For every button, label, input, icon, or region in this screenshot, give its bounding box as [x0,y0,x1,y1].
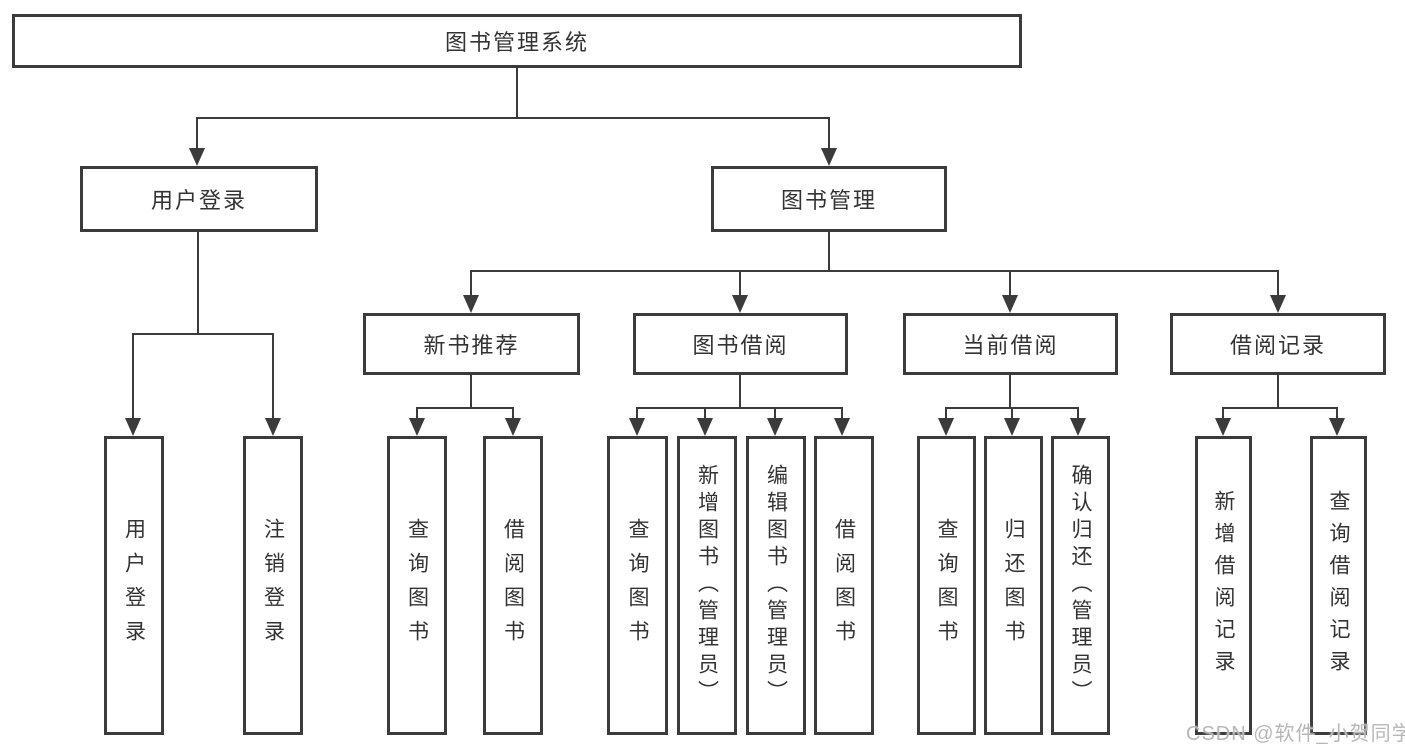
connector-line [512,407,514,423]
leaf-return-book: 归还图书 [984,436,1043,735]
leaf-query-books-recommend: 查询图书 [387,436,447,735]
connector-line [1277,375,1279,409]
arrowhead-down-icon [732,295,748,313]
connector-line [1222,407,1338,409]
connector-line [636,407,638,423]
arrowhead-down-icon [1215,418,1231,436]
arrowhead-down-icon [189,148,205,166]
leaf-label: 编辑图书（管理员） [764,464,788,707]
arrowhead-down-icon [125,418,141,436]
leaf-query-books-current: 查询图书 [917,436,976,735]
arrowhead-down-icon [629,418,645,436]
connector-line [828,232,830,272]
connector-line [1336,407,1338,423]
connector-line [739,375,741,409]
node-new-book-recommendation: 新书推荐 [363,313,580,375]
connector-line [470,375,472,409]
leaf-query-borrow-record: 查询借阅记录 [1310,436,1367,735]
connector-line [828,117,830,153]
arrowhead-down-icon [505,418,521,436]
node-current-borrowing: 当前借阅 [903,313,1118,375]
node-label: 图书借阅 [692,333,789,358]
leaf-label: 用户登录 [122,517,146,654]
leaf-label: 查询借阅记录 [1327,489,1350,682]
node-label: 当前借阅 [962,333,1059,358]
node-book-borrowing: 图书借阅 [633,313,848,375]
connector-line [516,68,518,119]
arrowhead-down-icon [938,418,954,436]
arrowhead-down-icon [1070,418,1086,436]
watermark: CSDN @软件_小贺同学 [1186,723,1405,745]
connector-line [1077,407,1079,423]
connector-line [272,333,274,423]
connector-line [416,407,514,409]
connector-line [132,333,274,335]
connector-line [1222,407,1224,423]
node-borrowing-records: 借阅记录 [1170,313,1386,375]
node-label: 新书推荐 [423,333,520,358]
node-library-management-system: 图书管理系统 [12,14,1022,68]
connector-line [1009,270,1011,300]
connector-line [774,407,776,423]
leaf-add-borrow-record: 新增借阅记录 [1195,436,1252,735]
leaf-borrow-books-recommend: 借阅图书 [483,436,543,735]
arrowhead-down-icon [697,418,713,436]
arrowhead-down-icon [767,418,783,436]
leaf-label: 新增借阅记录 [1212,489,1235,682]
connector-line [945,407,947,423]
leaf-user-login: 用户登录 [104,436,164,735]
connector-line [470,270,472,300]
arrowhead-down-icon [834,418,850,436]
arrowhead-down-icon [821,148,837,166]
arrowhead-down-icon [1270,295,1286,313]
leaf-label: 借阅图书 [501,517,525,654]
leaf-label: 借阅图书 [832,517,856,654]
leaf-label: 归还图书 [1002,517,1025,654]
leaf-label: 新增图书（管理员） [695,464,719,707]
leaf-add-book-admin: 新增图书（管理员） [677,436,737,735]
connector-line [196,117,198,153]
leaf-label: 查询图书 [405,517,429,654]
arrowhead-down-icon [463,295,479,313]
node-label: 借阅记录 [1229,333,1326,358]
node-label: 图书管理系统 [444,30,589,55]
connector-line [704,407,706,423]
connector-line [416,407,418,423]
connector-line [1009,375,1011,409]
arrowhead-down-icon [1004,418,1020,436]
connector-line [132,333,134,423]
connector-line [1011,407,1013,423]
arrowhead-down-icon [409,418,425,436]
arrowhead-down-icon [1002,295,1018,313]
node-label: 用户登录 [150,188,247,213]
connector-line [196,117,830,119]
node-label: 图书管理 [780,188,877,213]
leaf-confirm-return-admin: 确认归还（管理员） [1051,436,1110,735]
leaf-borrow-books-borrowing: 借阅图书 [814,436,874,735]
arrowhead-down-icon [265,418,281,436]
node-book-management: 图书管理 [711,166,947,232]
connector-line [636,407,843,409]
connector-line [197,232,199,335]
leaf-logout: 注销登录 [243,436,303,735]
connector-line [470,270,1279,272]
leaf-query-books-borrowing: 查询图书 [607,436,668,735]
leaf-label: 查询图书 [935,517,958,654]
leaf-label: 注销登录 [261,517,285,654]
connector-line [1277,270,1279,300]
arrowhead-down-icon [1329,418,1345,436]
leaf-label: 查询图书 [626,517,649,654]
leaf-label: 确认归还（管理员） [1069,464,1092,707]
connector-line [841,407,843,423]
connector-line [739,270,741,300]
node-user-login: 用户登录 [80,166,318,232]
leaf-edit-book-admin: 编辑图书（管理员） [746,436,806,735]
